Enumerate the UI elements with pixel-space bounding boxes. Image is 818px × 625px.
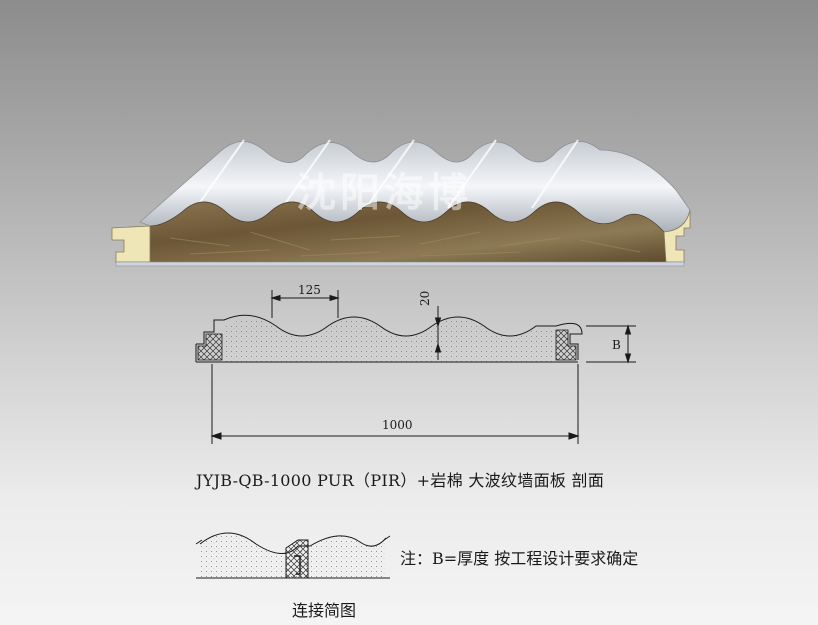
panel-bottom-steel-skin bbox=[115, 261, 685, 267]
connection-break-left bbox=[195, 539, 203, 545]
connection-caption: 连接简图 bbox=[292, 601, 357, 620]
thickness-label: B bbox=[612, 338, 621, 352]
thickness-dimension bbox=[586, 324, 636, 364]
panel-right-foam-edge bbox=[663, 209, 691, 263]
pitch-dimension bbox=[270, 290, 340, 318]
pitch-label: 125 bbox=[298, 283, 321, 297]
watermark-text: 沈阳海博 bbox=[296, 170, 472, 216]
connection-break-right bbox=[383, 535, 391, 541]
width-label: 1000 bbox=[382, 418, 413, 432]
cross-section-drawing bbox=[195, 290, 636, 444]
section-outer-profile bbox=[196, 314, 583, 360]
connection-joint-hatch bbox=[285, 539, 309, 579]
width-dimension bbox=[210, 364, 580, 444]
wave-height-label: 20 bbox=[418, 290, 432, 306]
section-right-joint-hatch bbox=[555, 329, 577, 361]
connection-fastener bbox=[294, 555, 301, 575]
wave-height-dimension bbox=[434, 306, 442, 360]
panel-left-foam-edge bbox=[111, 225, 151, 263]
section-caption: JYJB-QB-1000 PUR（PIR）+岩棉 大波纹墙面板 剖面 bbox=[196, 471, 605, 490]
panel-ridge-highlights bbox=[195, 139, 579, 209]
section-left-joint-hatch bbox=[197, 333, 223, 361]
thickness-note: 注：B=厚度 按工程设计要求确定 bbox=[400, 549, 639, 568]
connection-detail-drawing bbox=[195, 532, 391, 579]
panel-wool-texture bbox=[169, 231, 641, 257]
section-core-fill bbox=[224, 319, 552, 362]
panel-3d-illustration bbox=[111, 139, 691, 267]
panel-rock-wool-core bbox=[149, 201, 667, 263]
